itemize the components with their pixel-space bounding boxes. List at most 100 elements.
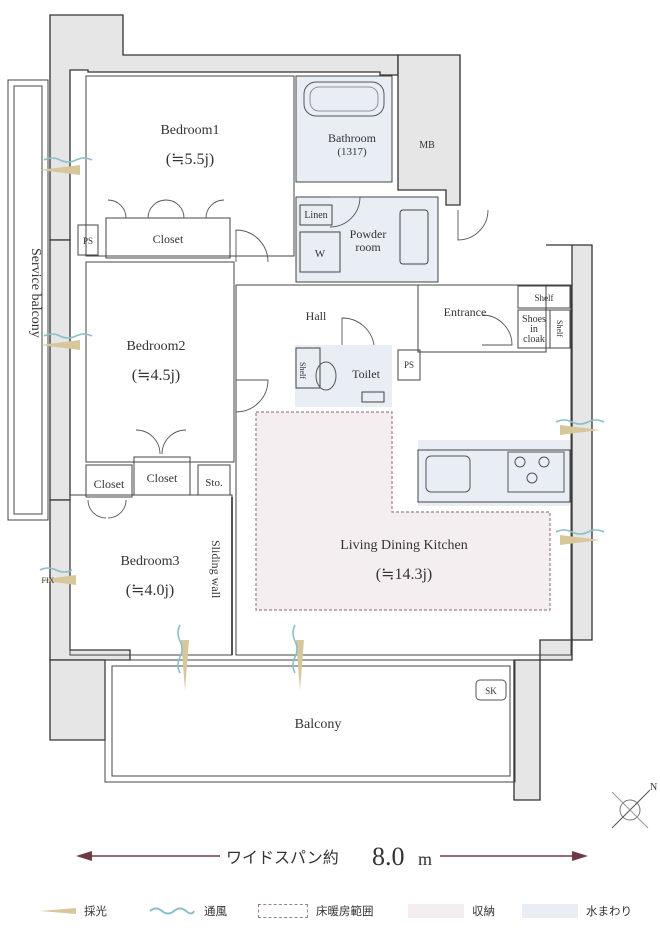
bedroom3-name: Bedroom3 [120,554,179,569]
bathroom-area [296,76,392,182]
shoes-line2: in [530,324,538,335]
closet1-label: Closet [153,232,184,246]
toilet-area [295,345,392,407]
closet3-label: Closet [147,471,178,485]
wide-span-prefix: ワイドスパン約 [226,848,339,867]
linen-box [299,204,333,226]
legend-heat: 床暖房範囲 [258,900,374,922]
balcony-label: Balcony [295,717,342,732]
kitchen-sink [425,455,471,493]
shoes-line3: cloak [523,334,545,345]
shelf1-label: Shelf [535,293,554,303]
closet2-label: Closet [94,477,125,491]
bedroom3-outline [69,494,233,656]
door-powder [329,196,361,228]
closet1-box [105,217,231,259]
legend-storage: 収納 [408,900,495,922]
washer-label: W [315,248,326,260]
stove [507,451,565,493]
bathtub [303,81,385,117]
compass-label: N [650,782,657,793]
closet2-box [85,464,133,498]
entrance-outline [417,284,547,353]
shoes-line1: Shoes [522,314,546,325]
arrow-right-icon [572,851,588,861]
legend: 採光 通風 床暖房範囲 収納 水まわり [0,900,660,930]
ldk-storage-tint [256,412,392,610]
toilet-basin [361,391,385,403]
wall-mb [397,54,461,206]
bathroom-outline [295,75,393,183]
storage-box [197,464,231,496]
service-balcony-outline [7,79,49,521]
sliding-wall-label: Sliding wall [209,540,223,599]
bedroom2-outline [85,261,235,463]
ldk-size: (≒14.3j) [376,566,433,583]
wind-icon [149,907,195,915]
bathroom-name: Bathroom [328,131,377,145]
legend-light: 採光 [40,900,107,922]
door-entrance [481,314,513,346]
balcony-outline [104,659,516,783]
wide-span-unit: m [418,849,432,869]
fix-label: FIX [42,576,55,585]
closet1-doors [107,199,225,219]
service-balcony-label: Service balcony [28,248,43,338]
toilet-bowl [315,361,337,391]
bedroom1-size: (≒5.5j) [166,151,215,168]
mb-label: MB [419,140,435,151]
sto-label: Sto. [205,477,223,489]
wall-balcony-west [49,659,106,741]
light-icon [40,908,76,914]
bedroom1-name: Bedroom1 [160,123,219,138]
bedroom1-outline [85,75,295,257]
shelf2-label: Shelf [298,362,307,379]
arrow-left-icon [76,851,92,861]
shelf3-box [549,309,571,349]
bedroom2-name: Bedroom2 [126,339,185,354]
toilet-label: Toilet [352,367,380,381]
closet3-doors [135,429,187,455]
light-indicators [40,165,600,690]
ps2-label: PS [404,360,414,370]
wall-east [513,244,593,801]
hall-label: Hall [306,309,327,323]
floor-plan: N Bedroom1 (≒5.5j) Bedroom2 (≒4.5j) Bedr… [7,14,657,829]
heat-swatch [258,904,308,918]
powder-room-area [296,197,438,282]
wall-west [49,239,71,501]
wide-span-indicator: ワイドスパン約 8.0 m [76,842,588,871]
legend-label: 通風 [204,904,227,918]
entrance-label: Entrance [444,305,487,319]
legend-label: 水まわり [586,904,632,918]
floor-heating-range [255,411,551,611]
ldk-outline [235,284,572,656]
storage-swatch [408,904,464,918]
legend-label: 床暖房範囲 [316,904,374,918]
ldk-name: Living Dining Kitchen [340,538,468,553]
door-toilet [341,317,375,346]
wide-span-value: 8.0 [372,842,405,871]
door-bedroom1 [235,229,269,263]
wind-indicators [39,157,605,674]
powder-line2: room [355,240,381,254]
sk-label: SK [485,686,497,696]
shelf3-label: Shelf [555,320,564,337]
ps1-box [77,224,99,256]
door-bedroom2 [235,379,269,413]
ps1-label: PS [83,236,93,246]
shelf1-box [517,285,571,309]
balcony-inner [111,665,511,777]
burner [538,456,550,468]
washer-box [299,231,341,273]
legend-water: 水まわり [522,900,632,922]
sk-box [475,679,507,701]
legend-wind: 通風 [148,900,227,922]
toilet-shelf [295,347,321,389]
compass [611,789,651,829]
closet2-doors [87,499,127,519]
legend-label: 採光 [84,904,107,918]
kitchen-counter [417,449,571,503]
sink [399,209,429,265]
bathroom-size: (1317) [337,146,367,158]
